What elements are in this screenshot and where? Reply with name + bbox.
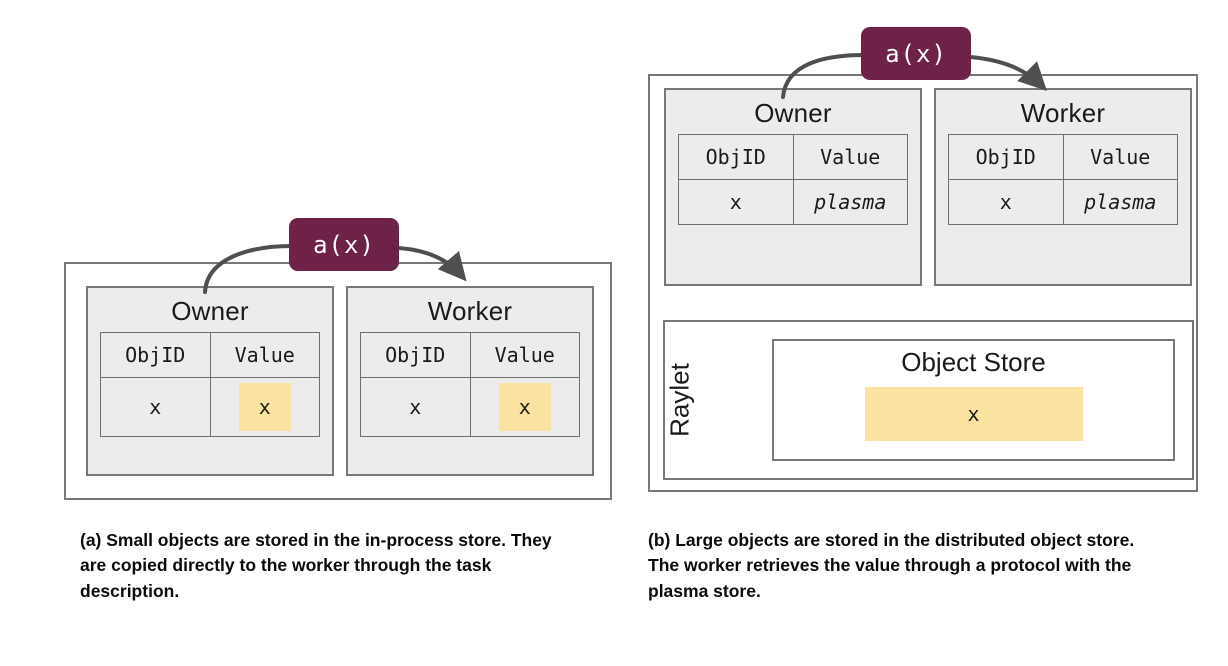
object-store-entry-chip: x	[864, 387, 1083, 441]
panel-a-task-badge: a(x)	[289, 218, 399, 271]
object-store-box: Object Store x	[772, 339, 1175, 461]
cell-objid: x	[360, 377, 471, 437]
table-header-row: ObjID Value	[100, 332, 320, 378]
value-highlight-chip: x	[238, 383, 291, 431]
table-header-row: ObjID Value	[360, 332, 580, 378]
panel-b-owner-box: Owner ObjID Value x plasma	[664, 88, 922, 286]
column-header-value: Value	[209, 332, 320, 378]
column-header-value: Value	[1062, 134, 1178, 180]
column-header-objid: ObjID	[100, 332, 211, 378]
table-header-row: ObjID Value	[948, 134, 1178, 180]
cell-objid: x	[100, 377, 211, 437]
value-plasma-ref: plasma	[814, 190, 887, 214]
table-row: x plasma	[948, 179, 1178, 225]
cell-value: plasma	[792, 179, 908, 225]
panel-a-worker-box: Worker ObjID Value x x	[346, 286, 594, 476]
raylet-label: Raylet	[664, 363, 695, 437]
panel-b-owner-title: Owner	[754, 98, 832, 128]
panel-a-worker-title: Worker	[427, 296, 513, 326]
panel-b-caption: (b) Large objects are stored in the dist…	[648, 530, 1135, 601]
panel-b-worker-box: Worker ObjID Value x plasma	[934, 88, 1192, 286]
value-plasma-ref: plasma	[1084, 190, 1157, 214]
cell-objid: x	[948, 179, 1064, 225]
table-row: x x	[360, 377, 580, 437]
table-row: x x	[100, 377, 320, 437]
table-row: x plasma	[678, 179, 908, 225]
value-highlight-chip: x	[498, 383, 551, 431]
cell-objid: x	[678, 179, 794, 225]
column-header-value: Value	[792, 134, 908, 180]
panel-b-worker-table: ObjID Value x plasma	[948, 134, 1178, 225]
panel-a-owner-box: Owner ObjID Value x x	[86, 286, 334, 476]
column-header-value: Value	[469, 332, 580, 378]
panel-a-owner-table: ObjID Value x x	[100, 332, 320, 437]
panel-b-owner-table: ObjID Value x plasma	[678, 134, 908, 225]
cell-value: x	[209, 377, 320, 437]
column-header-objid: ObjID	[360, 332, 471, 378]
object-store-title: Object Store	[901, 347, 1046, 377]
panel-a-worker-table: ObjID Value x x	[360, 332, 580, 437]
column-header-objid: ObjID	[678, 134, 794, 180]
panel-a-caption: (a) Small objects are stored in the in-p…	[80, 530, 552, 601]
cell-value: x	[469, 377, 580, 437]
panel-b-task-badge: a(x)	[861, 27, 971, 80]
panel-b-raylet-box: Raylet Object Store x	[663, 320, 1194, 480]
panel-a-owner-title: Owner	[171, 296, 249, 326]
panel-b-worker-title: Worker	[1020, 98, 1106, 128]
table-header-row: ObjID Value	[678, 134, 908, 180]
cell-value: plasma	[1062, 179, 1178, 225]
panel-a: Owner ObjID Value x x Worker ObjID	[64, 218, 612, 601]
column-header-objid: ObjID	[948, 134, 1064, 180]
